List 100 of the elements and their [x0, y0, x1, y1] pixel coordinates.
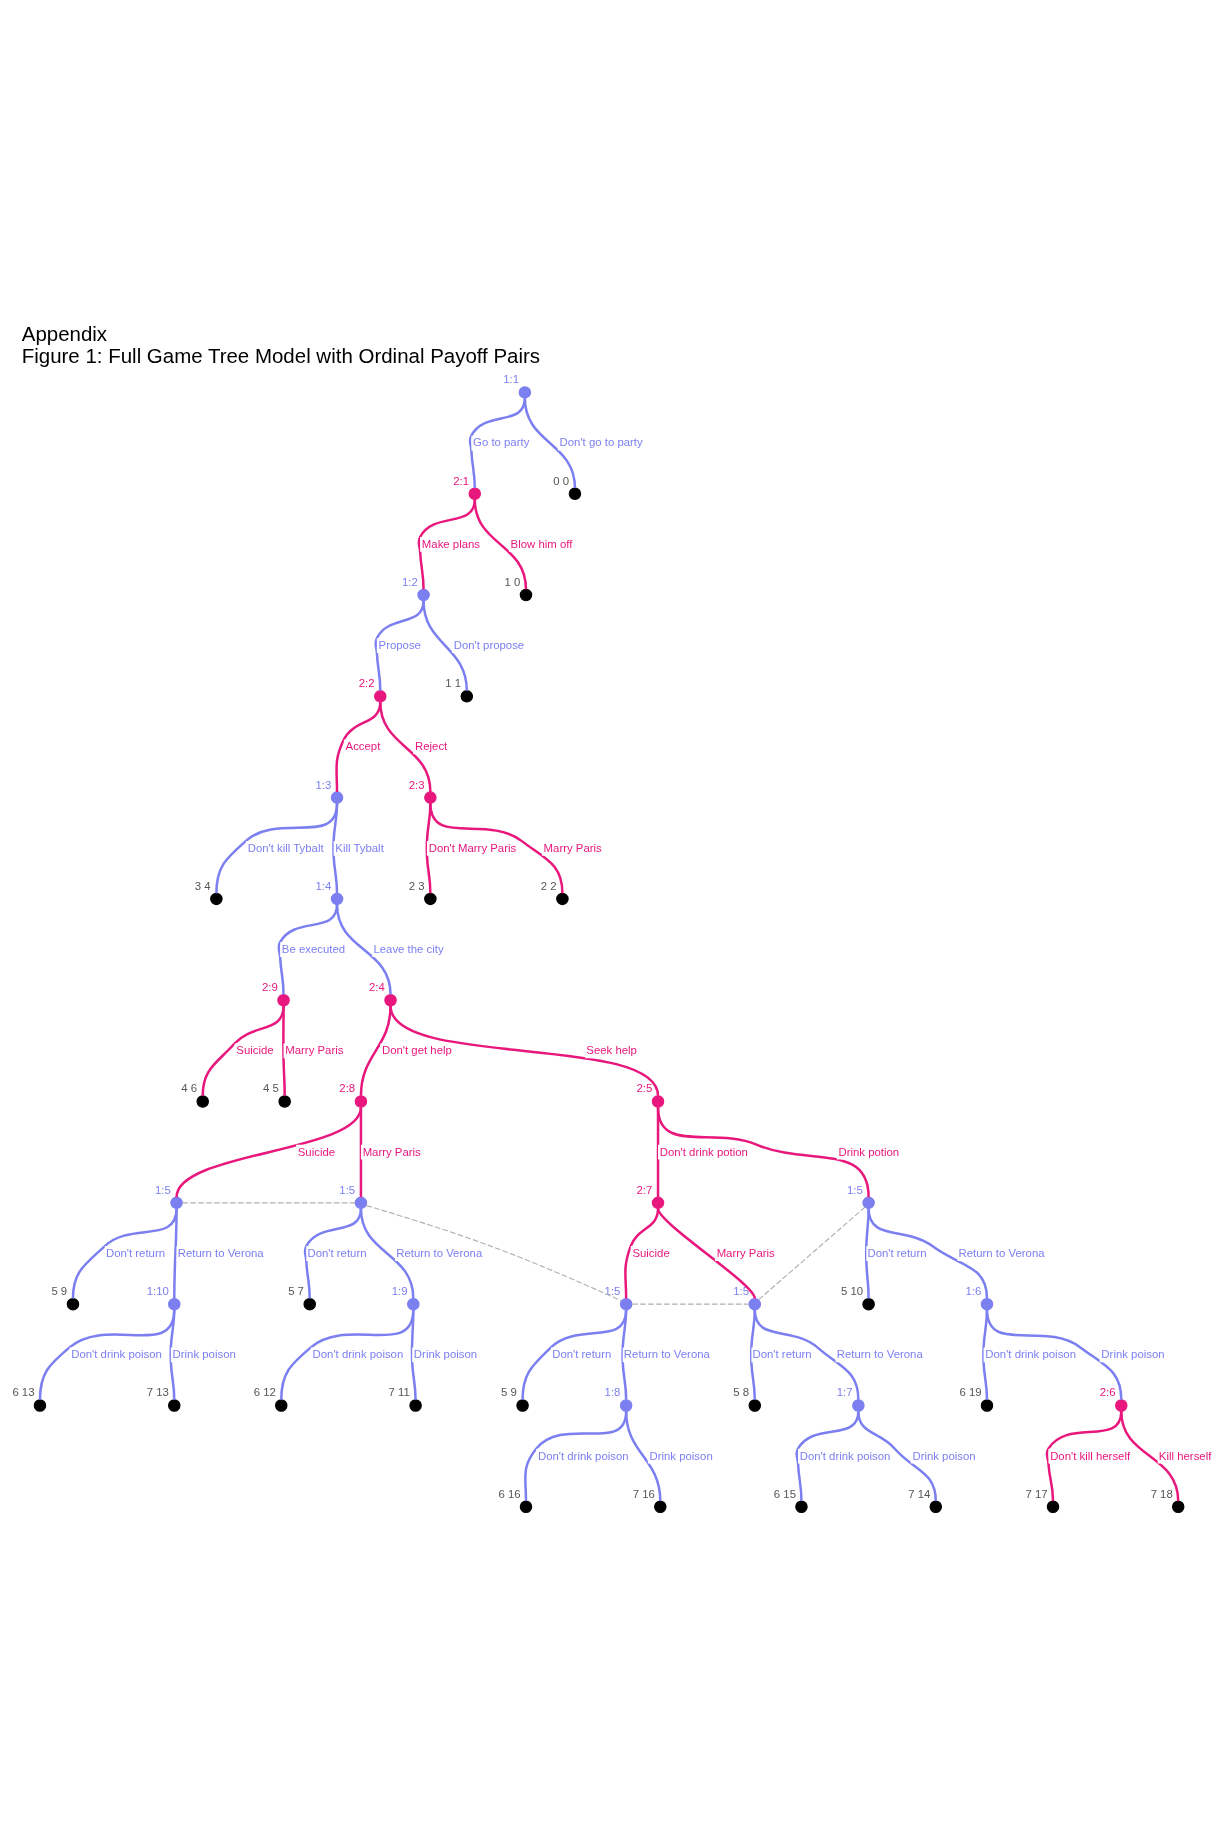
edge-label: Drink poison [1101, 1348, 1165, 1361]
node-label: 7 18 [1150, 1487, 1173, 1500]
node-circle [980, 1297, 994, 1311]
node-circle [1046, 1500, 1060, 1513]
connector [215, 803, 339, 894]
connector [181, 1202, 356, 1204]
node-label: 1:7 [836, 1386, 853, 1399]
node-circle [980, 1399, 994, 1412]
node-label: 4 6 [181, 1082, 197, 1095]
node-circle [168, 1399, 181, 1412]
connector [277, 904, 339, 995]
node-circle [424, 892, 437, 906]
edge-label: Drink poison [413, 1348, 478, 1361]
node-label: 2:6 [1099, 1386, 1116, 1399]
node-label: 1:9 [391, 1285, 408, 1298]
connector [624, 1208, 660, 1299]
connector [521, 1309, 628, 1400]
connector [71, 1208, 178, 1299]
node-label: 1:5 [339, 1183, 356, 1196]
edge-label: Return to Verona [177, 1246, 264, 1259]
edge-label: Be executed [281, 942, 346, 955]
node-circle [852, 1399, 865, 1412]
node-circle [568, 487, 582, 500]
node-circle [651, 1095, 665, 1108]
edge-label: Return to Verona [623, 1348, 710, 1361]
edge-label: Go to party [473, 436, 530, 449]
node-circle [278, 1095, 291, 1108]
node-label: 6 13 [12, 1386, 35, 1399]
edge-label: Don't return [752, 1348, 812, 1361]
connector [422, 600, 469, 691]
edge-label: Don't propose [453, 639, 525, 652]
node-label: 1:2 [401, 575, 418, 588]
connector [389, 1005, 660, 1097]
connector [410, 1309, 417, 1400]
edge-label: Kill herself [1158, 1449, 1212, 1462]
node-label: 7 16 [632, 1487, 655, 1500]
edge-label: Don't return [552, 1348, 612, 1361]
connector [303, 1208, 363, 1299]
node-label: 1:5 [847, 1183, 863, 1196]
node-circle [33, 1399, 47, 1412]
edge-label: Propose [378, 639, 421, 652]
node-circle [468, 487, 482, 500]
node-label: 6 15 [773, 1487, 797, 1500]
node-label: 1 1 [445, 677, 462, 690]
connector [365, 1205, 622, 1302]
node-circle [516, 1399, 529, 1412]
node-circle [518, 386, 532, 399]
node-circle [651, 1196, 665, 1210]
edge-label: Don't get help [382, 1044, 452, 1057]
connector [379, 701, 432, 793]
edge-label: Suicide [632, 1246, 670, 1259]
node-circle [519, 588, 533, 602]
edge-label: Don't drink poison [71, 1348, 162, 1361]
node-circle [1171, 1500, 1185, 1513]
node-circle [654, 1500, 667, 1513]
node-label: 2 3 [408, 879, 425, 892]
connector [417, 499, 476, 590]
edge-label: Don't drink poison [537, 1449, 629, 1462]
node-circle [519, 1500, 533, 1513]
edge-label: Kill Tybalt [335, 841, 384, 854]
node-label: 7 17 [1025, 1487, 1048, 1500]
node-label: 0 0 [553, 474, 570, 487]
node-label: 5 7 [288, 1285, 304, 1298]
edge-label: Suicide [297, 1145, 336, 1158]
edge-label: Marry Paris [543, 841, 602, 854]
node-label: 1:4 [315, 879, 332, 892]
edge-label: Don't Marry Paris [428, 841, 517, 854]
edge-label: Don't return [867, 1246, 927, 1259]
edge-label: Don't return [307, 1246, 367, 1259]
edge-label: Don't drink poison [985, 1348, 1076, 1361]
node-circle [170, 1196, 183, 1210]
connector [758, 1206, 866, 1301]
edge-label: Don't drink poison [799, 1449, 891, 1462]
node-label: 7 14 [908, 1487, 931, 1500]
node-label: 2 2 [540, 879, 557, 892]
node-circle [303, 1297, 316, 1311]
connector [201, 1005, 285, 1096]
node-label: 6 16 [498, 1487, 521, 1500]
node-label: 2:5 [636, 1082, 653, 1095]
edge-label: Don't kill Tybalt [247, 841, 324, 854]
node-label: 1:6 [965, 1285, 982, 1298]
edge-label: Drink potion [838, 1145, 900, 1158]
edge-label: Return to Verona [396, 1246, 483, 1259]
connector [359, 1107, 363, 1198]
node-label: 2:1 [453, 474, 470, 487]
node-circle [417, 588, 430, 602]
edge-label: Return to Verona [836, 1348, 923, 1361]
edge-label: Don't return [105, 1246, 166, 1259]
connector [468, 397, 527, 489]
node-label: 5 10 [841, 1285, 864, 1298]
caption: Figure 1: Full Game Tree Model with Ordinal Payoff Pairs [21, 344, 541, 368]
node-circle [424, 791, 437, 804]
node-label: 3 4 [194, 879, 211, 892]
node-label: 2:3 [408, 778, 425, 791]
node-circle [407, 1297, 420, 1311]
node-circle [862, 1196, 875, 1210]
node-circle [556, 892, 569, 906]
edge-label: Marry Paris [285, 1044, 344, 1057]
node-label: 5 8 [733, 1386, 750, 1399]
connector [359, 1208, 415, 1299]
